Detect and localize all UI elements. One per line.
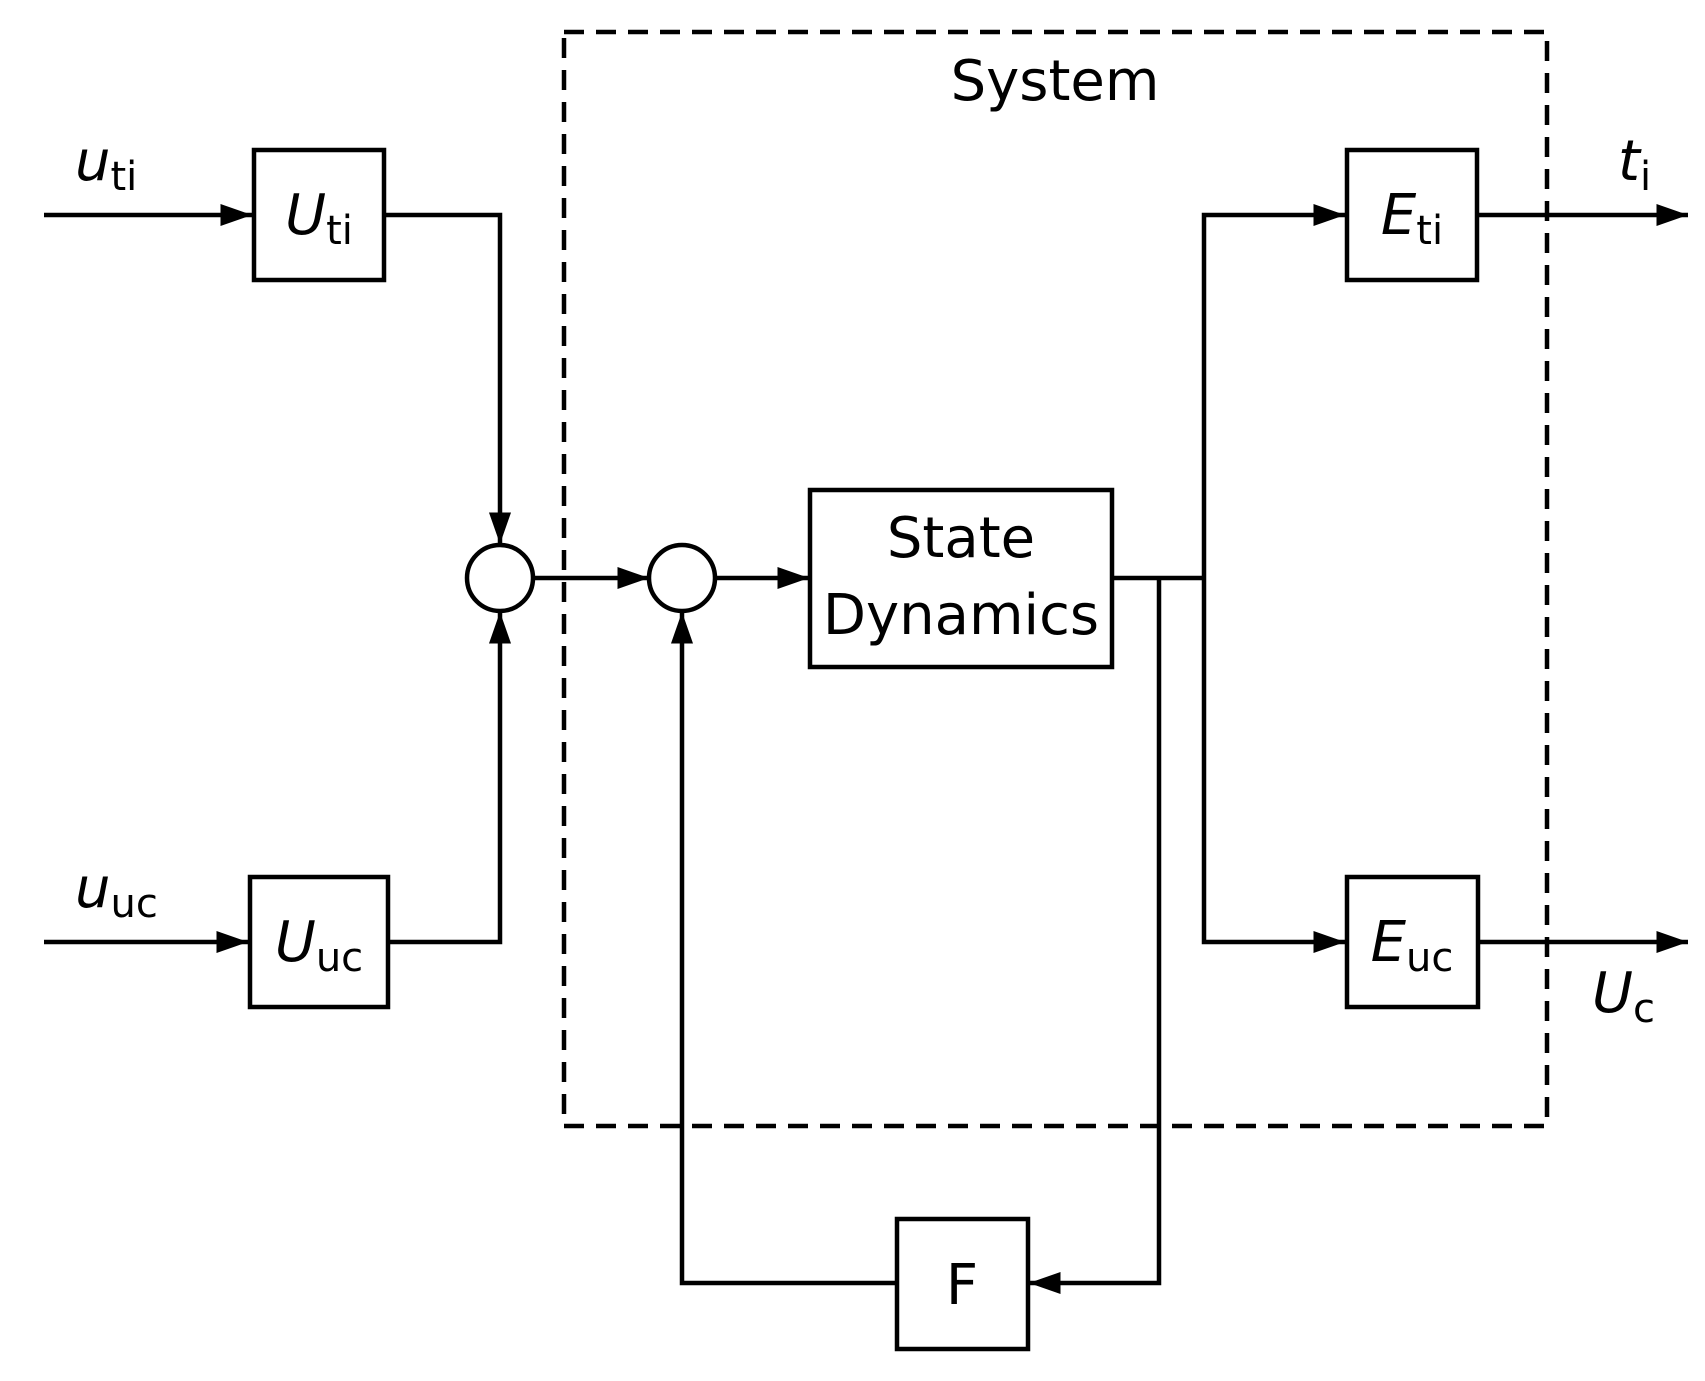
system-label: System (951, 49, 1160, 114)
block-feedback: F (894, 1216, 1031, 1352)
block-u-uc-sub: uc (316, 935, 363, 981)
wire-state-to-euc (1201, 578, 1345, 954)
feedback-label: F (946, 1253, 978, 1318)
block-u-ti: Uti (251, 147, 387, 283)
svg-text:Uuc: Uuc (275, 910, 363, 981)
svg-text:Uti: Uti (285, 183, 353, 254)
summing-junction-inputs (464, 542, 536, 614)
signal-output-uc: Uc (1592, 961, 1655, 1032)
block-e-uc-sub: uc (1406, 935, 1453, 981)
signal-input-ti: uti (75, 129, 137, 200)
block-u-ti-sub: ti (326, 208, 353, 254)
block-u-ti-main: U (285, 183, 326, 248)
state-dynamics-line2: Dynamics (823, 583, 1099, 648)
state-dynamics-line1: State (887, 506, 1035, 571)
wire-state-to-eti (1201, 203, 1345, 578)
block-e-ti-main: E (1381, 183, 1417, 248)
system-boundary (561, 29, 1550, 1129)
wire-feedback-to-sum2 (670, 612, 897, 1286)
svg-text:Euc: Euc (1371, 910, 1454, 981)
block-u-uc-main: U (275, 910, 316, 975)
wire-uuc-to-sum1 (388, 612, 512, 945)
wire-uti-to-sum1 (384, 212, 512, 544)
block-e-uc: Euc (1344, 874, 1481, 1010)
block-e-uc-main: E (1371, 910, 1407, 975)
block-e-ti: Eti (1344, 147, 1480, 283)
block-state-dynamics: State Dynamics (807, 487, 1115, 670)
signal-input-uc: uuc (75, 856, 158, 927)
summing-junction-feedback (646, 542, 718, 614)
svg-text:Eti: Eti (1381, 183, 1443, 254)
wire-state-to-feedback (1029, 578, 1162, 1295)
block-u-uc: Uuc (247, 874, 391, 1010)
block-e-ti-sub: ti (1416, 208, 1443, 254)
signal-output-ti: ti (1618, 129, 1651, 200)
